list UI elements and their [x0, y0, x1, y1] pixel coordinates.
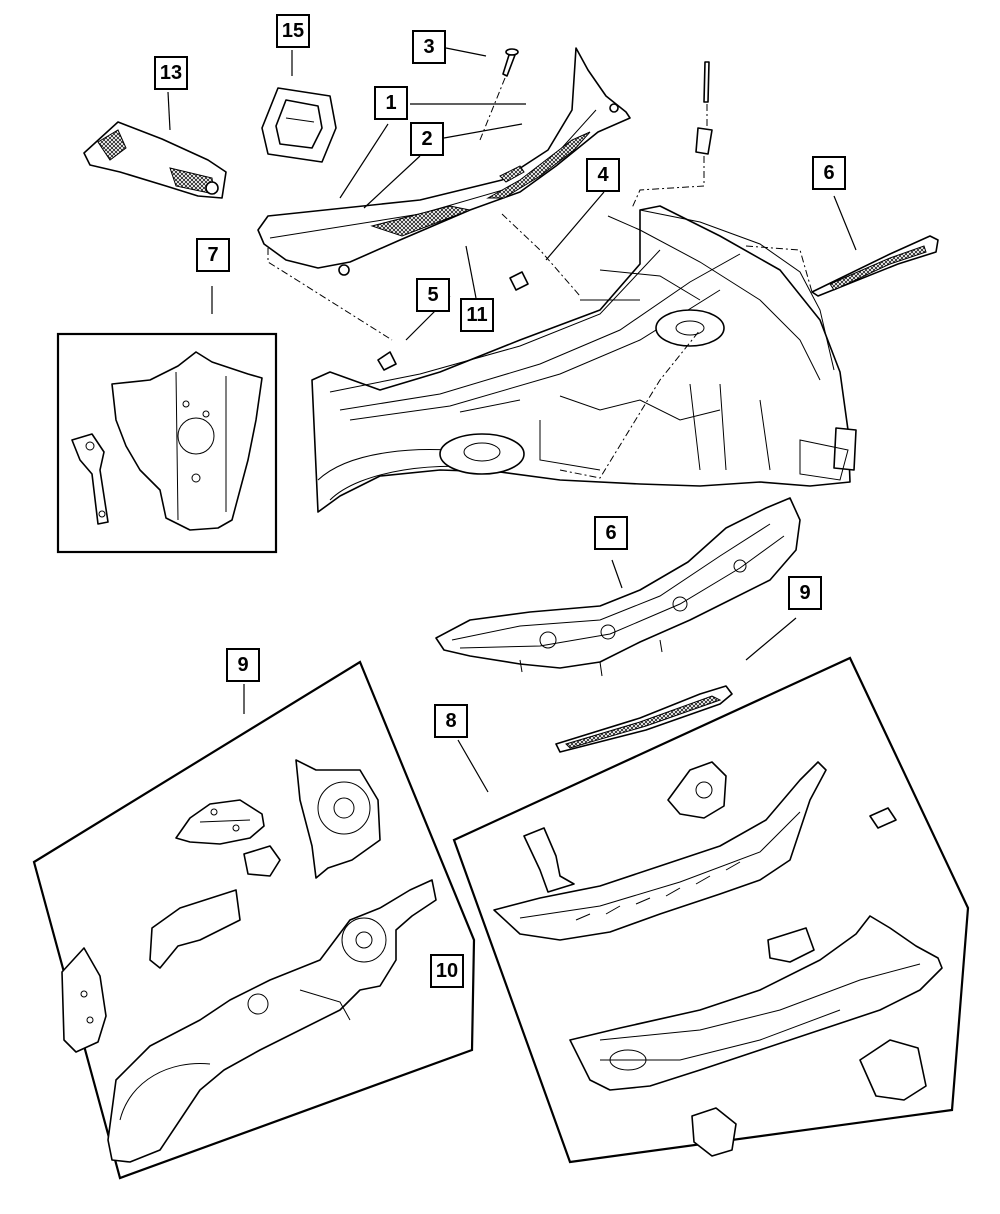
part-13-screen-panel	[83, 121, 227, 199]
part-7-cowl-side-panel	[71, 351, 263, 531]
part-6-seal-strip	[811, 235, 939, 297]
callout-6-middle: 6	[594, 516, 628, 550]
part-8-right-cowl-assembly	[493, 761, 943, 1157]
part-15-seal	[261, 87, 337, 163]
callout-9-right: 9	[788, 576, 822, 610]
vehicle-engine-bay	[311, 205, 857, 513]
inset-box-8-right	[452, 656, 970, 1164]
callout-2: 2	[410, 122, 444, 156]
callout-4: 4	[586, 158, 620, 192]
part-4-clip	[509, 271, 529, 291]
stud-fasteners	[695, 61, 713, 155]
callout-11: 11	[460, 298, 494, 332]
leader-lines	[167, 47, 857, 793]
part-5-clip	[377, 351, 397, 371]
part-3-screw	[502, 48, 519, 77]
callout-5: 5	[416, 278, 450, 312]
callout-10: 10	[430, 954, 464, 988]
inset-box-9-left	[32, 660, 476, 1180]
callout-13: 13	[154, 56, 188, 90]
part-6-plenum-panel	[435, 497, 801, 677]
callout-7: 7	[196, 238, 230, 272]
part-9-left-dash-panel-assembly	[61, 759, 437, 1163]
part-1-cowl-panel	[257, 47, 631, 276]
callout-3: 3	[412, 30, 446, 64]
callout-6-top: 6	[812, 156, 846, 190]
inset-box-7	[56, 332, 278, 554]
callout-15: 15	[276, 14, 310, 48]
part-9-cowl-strip	[555, 685, 733, 753]
callout-8: 8	[434, 704, 468, 738]
callout-1: 1	[374, 86, 408, 120]
callout-9-left: 9	[226, 648, 260, 682]
